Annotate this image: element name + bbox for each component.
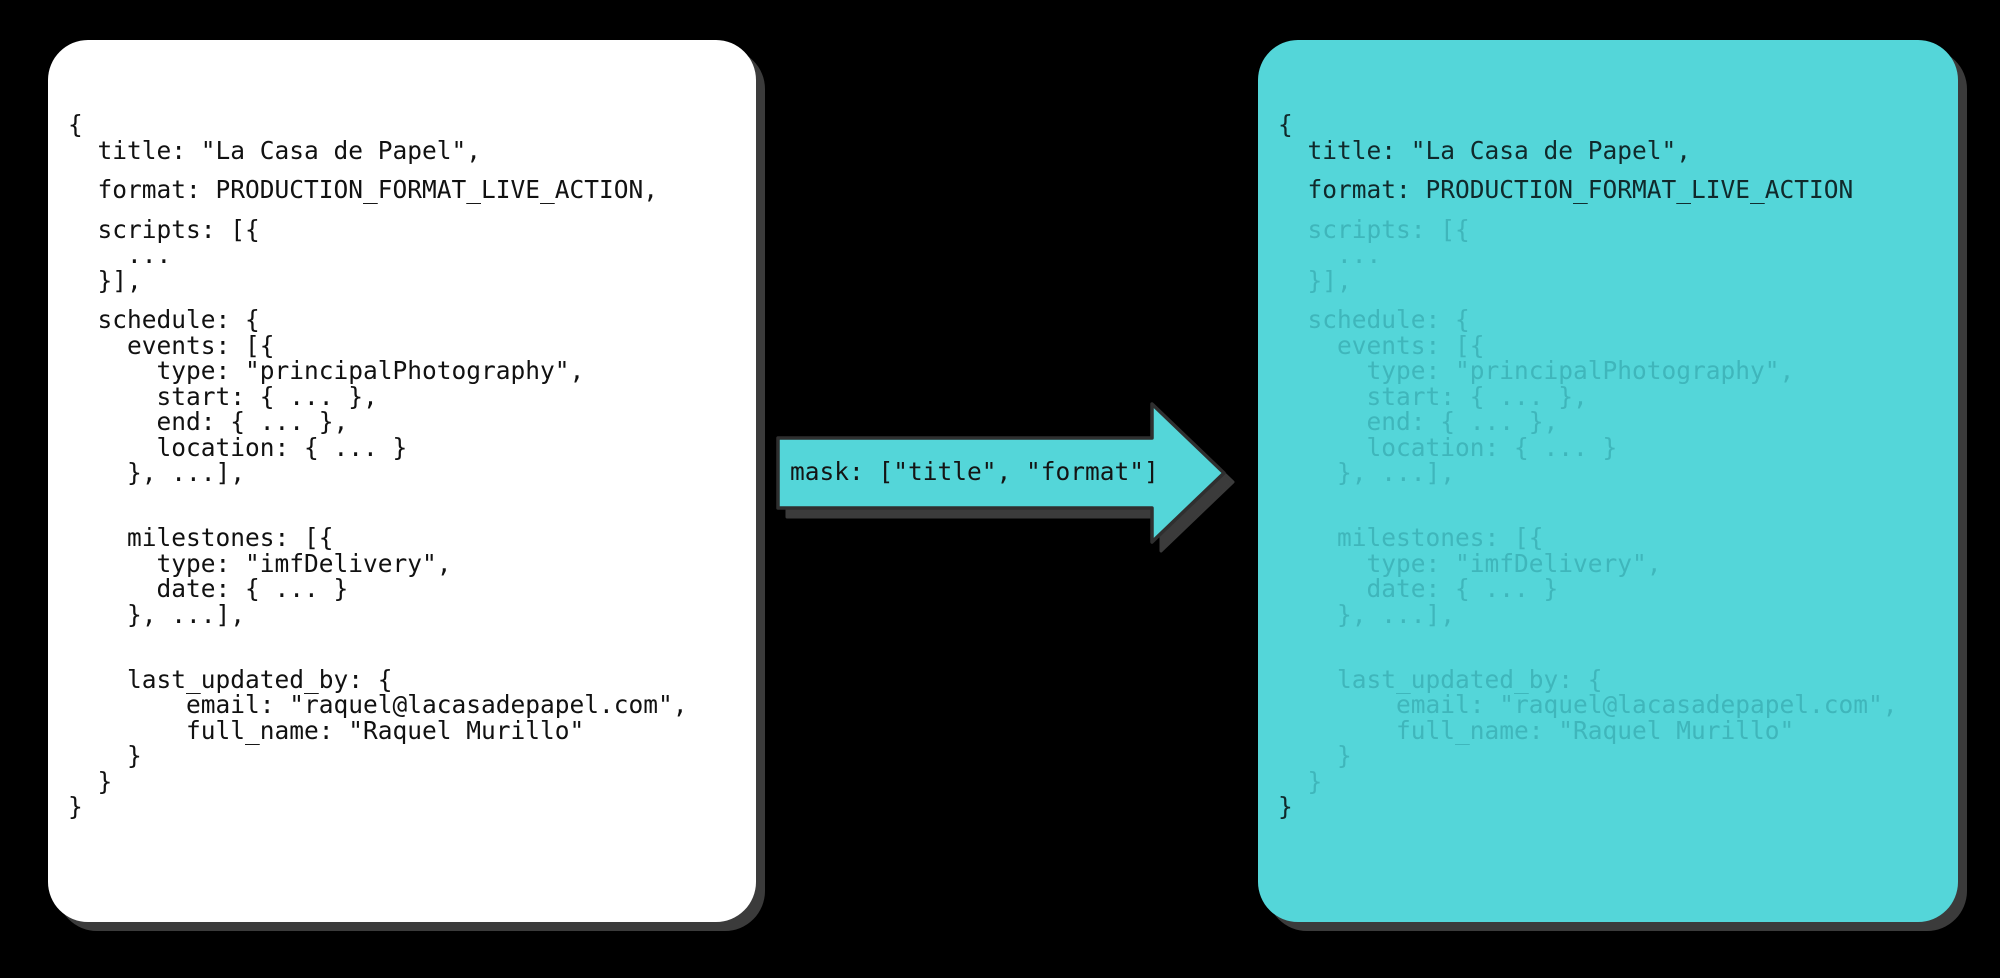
code-line: format: PRODUCTION_FORMAT_LIVE_ACTION [1278, 175, 1854, 204]
source-card: { title: "La Casa de Papel", format: PRO… [48, 40, 756, 922]
code-line: email: "raquel@lacasadepapel.com", [1278, 690, 1898, 719]
code-line: events: [{ [68, 330, 275, 360]
code-line [1278, 486, 1898, 512]
code-line: type: "imfDelivery", [68, 548, 452, 578]
code-line: format: PRODUCTION_FORMAT_LIVE_ACTION, [68, 175, 659, 204]
code-line: date: { ... } [1278, 574, 1559, 603]
code-line: end: { ... }, [1278, 407, 1559, 436]
mask-arrow: mask: ["title", "format"] [772, 402, 1235, 564]
code-line: } [1278, 792, 1293, 821]
masked-card: { title: "La Casa de Papel", format: PRO… [1258, 40, 1958, 922]
code-line: }], [68, 265, 142, 295]
code-line: schedule: { [1278, 305, 1470, 334]
code-line: location: { ... } [1278, 432, 1618, 462]
arrow-label: mask: ["title", "format"] [790, 457, 1159, 486]
code-line: }, ...], [1278, 599, 1456, 629]
code-line: end: { ... }, [68, 407, 349, 436]
masked-code-block: { title: "La Casa de Papel", format: PRO… [1258, 40, 1898, 820]
code-line: date: { ... } [68, 574, 349, 603]
source-code-block: { title: "La Casa de Papel", format: PRO… [48, 40, 688, 820]
code-line [68, 486, 688, 512]
code-line: start: { ... }, [1278, 381, 1588, 411]
code-line: } [68, 741, 142, 770]
code-line: schedule: { [68, 305, 260, 334]
code-line: } [1278, 741, 1352, 770]
code-line: { [1278, 110, 1293, 139]
arrow-shape-icon [776, 402, 1235, 553]
code-line: email: "raquel@lacasadepapel.com", [68, 690, 688, 719]
code-line: type: "imfDelivery", [1278, 548, 1662, 578]
code-line: scripts: [{ [1278, 214, 1470, 244]
code-line: scripts: [{ [68, 214, 260, 244]
code-line: events: [{ [1278, 330, 1485, 360]
code-line [68, 627, 688, 653]
code-line: } [68, 766, 113, 796]
code-line [1278, 627, 1898, 653]
code-line: ... [1278, 240, 1382, 269]
code-line: start: { ... }, [68, 381, 378, 411]
code-line: milestones: [{ [68, 523, 334, 552]
code-line: location: { ... } [68, 432, 408, 462]
code-line: { [68, 110, 83, 139]
code-line: ... [68, 240, 172, 269]
code-line: }, ...], [1278, 458, 1456, 487]
code-line: }, ...], [68, 599, 246, 629]
code-line: type: "principalPhotography", [68, 356, 585, 385]
code-line: type: "principalPhotography", [1278, 356, 1795, 385]
code-line: } [1278, 766, 1323, 796]
code-line: }, ...], [68, 458, 246, 487]
code-line: full_name: "Raquel Murillo" [68, 715, 585, 745]
code-line: full_name: "Raquel Murillo" [1278, 715, 1795, 745]
code-line: last_updated_by: { [1278, 664, 1603, 694]
code-line: }], [1278, 265, 1352, 295]
code-line: milestones: [{ [1278, 523, 1544, 552]
code-line: title: "La Casa de Papel", [1278, 135, 1692, 165]
code-line: title: "La Casa de Papel", [68, 135, 482, 165]
code-line: last_updated_by: { [68, 664, 393, 694]
code-line: } [68, 792, 83, 821]
